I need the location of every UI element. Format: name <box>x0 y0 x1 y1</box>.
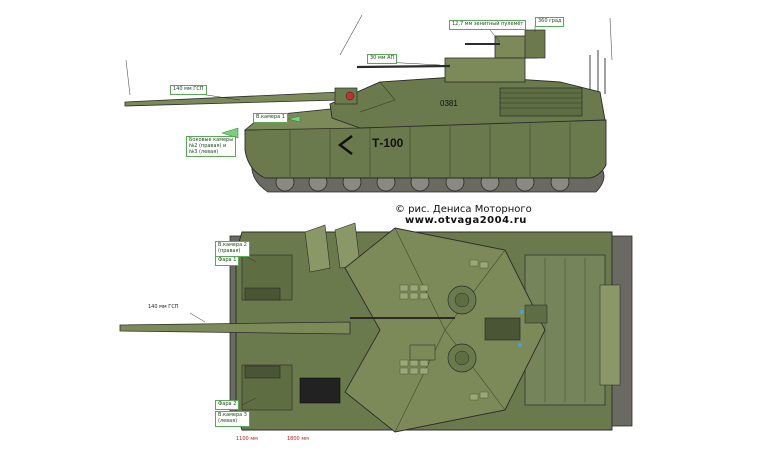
side-view: Т-100 0381 <box>124 14 613 193</box>
tank-name: Т-100 <box>372 136 404 150</box>
cam2-line2: (правая) <box>218 247 241 254</box>
hull-number: 0381 <box>440 99 458 108</box>
author-credit: © рис. Дениса Моторного <box>395 204 532 215</box>
site-credit: www.otvaga2004.ru <box>405 215 527 226</box>
callout-autocannon: 30 мм АП <box>367 54 398 64</box>
callout-main-gun-top: 140 мм ГСП <box>148 304 179 310</box>
cam3-line1: В.камера 3 <box>218 412 247 418</box>
callout-main-gun-side: 140 мм ГСП <box>170 85 207 95</box>
cam3-line2: (левая) <box>218 417 238 424</box>
callout-aa-mg: 12,7 мм зенитный пулемёт <box>449 20 527 30</box>
dimension-1100: 1100 мм <box>236 436 258 442</box>
callout-headlight1: Фара 1 <box>215 256 240 266</box>
side-skirt <box>244 119 607 179</box>
autocannon-barrel <box>356 64 451 69</box>
top-main-gun <box>119 321 351 335</box>
top-view <box>119 222 633 433</box>
callout-side-cameras: Боковые камеры №2 (правая) и №3 (левая) <box>186 136 237 158</box>
callout-cam3-left: В.камера 3 (левая) <box>215 411 250 427</box>
cam2-line1: В.камера 2 <box>218 242 247 248</box>
callout-headlight2: Фара 2 <box>215 400 240 410</box>
side-cam-line3: №3 (левая) <box>189 148 219 155</box>
callout-rotation: 360 град <box>535 17 565 27</box>
side-cam-line1: Боковые камеры <box>189 137 234 143</box>
callout-cam2-right: В.камера 2 (правая) <box>215 241 250 257</box>
dimension-1800: 1800 мм <box>287 436 309 442</box>
callout-camera1: В.камера 1 <box>253 113 288 123</box>
chevron-mark <box>337 135 353 155</box>
side-cam-line2: №2 (правая) и <box>189 142 227 149</box>
